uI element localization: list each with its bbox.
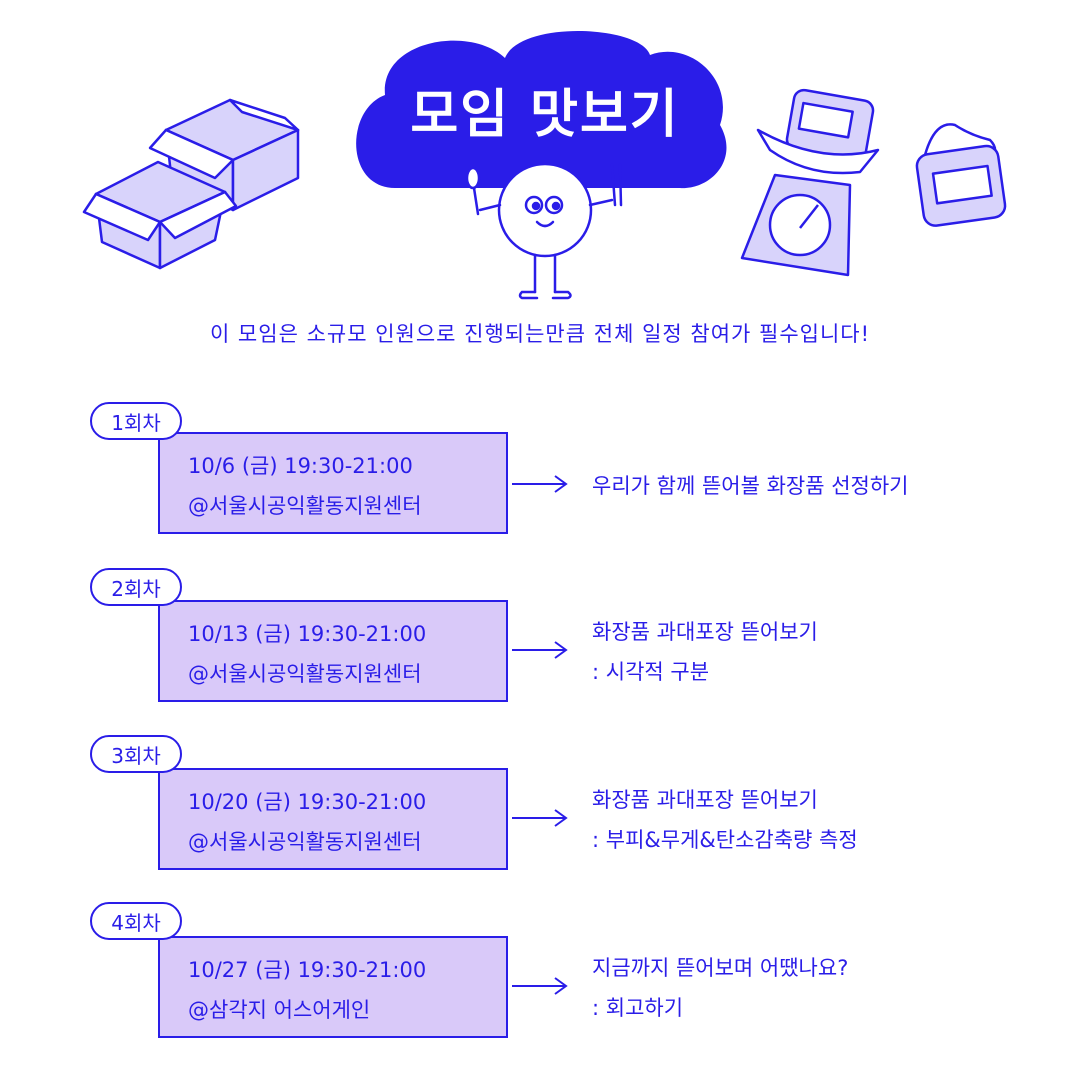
cream-jar-icon <box>915 123 1007 227</box>
session-description-sub: : 회고하기 <box>592 996 684 1020</box>
session-place: @삼각지 어스어게인 <box>188 998 371 1022</box>
session-date: 10/20 (금) 19:30-21:00 <box>188 790 427 814</box>
page-title: 모임 맛보기 <box>410 85 680 145</box>
illustration-layer <box>82 30 1007 300</box>
arrow-right-icon <box>512 475 568 493</box>
round-badge: 2회차 <box>90 568 182 606</box>
boxes-icon <box>82 98 300 270</box>
session-date: 10/13 (금) 19:30-21:00 <box>188 622 427 646</box>
session-place: @서울시공익활동지원센터 <box>188 494 422 518</box>
session-place: @서울시공익활동지원센터 <box>188 830 422 854</box>
character-icon <box>465 162 623 300</box>
scale-icon <box>740 88 880 277</box>
arrow-right-icon <box>512 809 568 827</box>
session-description-sub: : 시각적 구분 <box>592 660 710 684</box>
round-badge: 3회차 <box>90 735 182 773</box>
session-description: 지금까지 뜯어보며 어땠나요? <box>592 956 849 980</box>
session-box: 10/27 (금) 19:30-21:00 @삼각지 어스어게인 <box>158 936 508 1038</box>
arrow-right-icon <box>512 641 568 659</box>
session-description-sub: : 부피&무게&탄소감축량 측정 <box>592 828 858 852</box>
round-badge: 1회차 <box>90 402 182 440</box>
session-place: @서울시공익활동지원센터 <box>188 662 422 686</box>
session-date: 10/6 (금) 19:30-21:00 <box>188 454 413 478</box>
session-description: 화장품 과대포장 뜯어보기 <box>592 620 818 644</box>
arrow-right-icon <box>512 977 568 995</box>
session-box: 10/6 (금) 19:30-21:00 @서울시공익활동지원센터 <box>158 432 508 534</box>
notice-text: 이 모임은 소규모 인원으로 진행되는만큼 전체 일정 참여가 필수입니다! <box>209 322 871 346</box>
session-box: 10/20 (금) 19:30-21:00 @서울시공익활동지원센터 <box>158 768 508 870</box>
cloud-shape <box>356 30 727 189</box>
session-date: 10/27 (금) 19:30-21:00 <box>188 958 427 982</box>
session-box: 10/13 (금) 19:30-21:00 @서울시공익활동지원센터 <box>158 600 508 702</box>
session-description: 우리가 함께 뜯어볼 화장품 선정하기 <box>592 474 909 498</box>
session-description: 화장품 과대포장 뜯어보기 <box>592 788 818 812</box>
round-badge: 4회차 <box>90 902 182 940</box>
